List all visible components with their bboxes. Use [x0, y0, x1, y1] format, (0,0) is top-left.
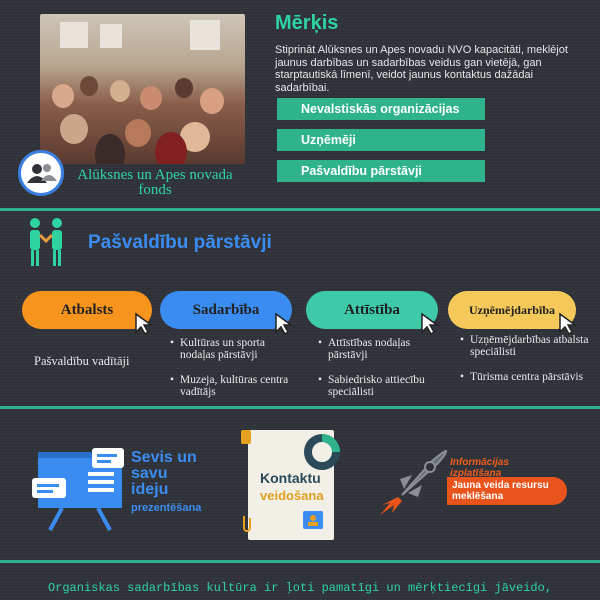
contacts-subtitle: veidošana [260, 488, 324, 503]
fund-name: Alūksnes un Apes novada fonds [77, 167, 233, 198]
handshake-icon [26, 217, 66, 267]
target-entrepreneurs: Uzņēmēji [277, 129, 485, 151]
people-icon [18, 150, 64, 196]
list-item: Uzņēmējdarbības atbalsta speciālisti [460, 334, 590, 358]
list-item: Muzeja, kultūras centra vadītājs [170, 374, 300, 398]
info-title-line: Informācijas [450, 457, 509, 468]
info-bar-line: Jauna veida resursu [452, 480, 549, 491]
cursor-icon [135, 312, 154, 336]
goal-text: Stiprināt Alūksnes un Apes novadu NVO ka… [275, 44, 568, 94]
section-divider [0, 560, 600, 563]
atbalsts-item: Pašvaldību vadītāji [34, 354, 130, 368]
sadarbiba-list: Kultūras un sporta nodaļas pārstāvji Muz… [170, 337, 300, 411]
ideas-title-line: savu [131, 465, 168, 482]
rocket-icon [380, 449, 448, 515]
presentation-board-icon [32, 448, 124, 531]
pill-atbalsts: Atbalsts [22, 291, 152, 329]
attistiba-list: Attīstības nodaļas pārstāvji Sabiedrisko… [318, 337, 448, 411]
footer-text: Organiskas sadarbības kultūra ir ļoti pa… [47, 581, 553, 595]
list-item: Attīstības nodaļas pārstāvji [318, 337, 448, 361]
donut-icon [304, 434, 340, 470]
info-title: Informācijas izplatīšana [450, 457, 509, 479]
info-title-line: izplatīšana [450, 468, 502, 479]
ideas-title-line: ideju [131, 481, 169, 498]
paperclip-icon [243, 516, 251, 532]
pill-sadarbiba: Sadarbība [160, 291, 292, 329]
uznemejdarbiba-list: Uzņēmējdarbības atbalsta speciālisti Tūr… [460, 334, 590, 396]
contacts-title: Kontaktu [260, 470, 321, 486]
ideas-title-line: Sevis un [131, 449, 197, 466]
target-ngo: Nevalstiskās organizācijas [277, 98, 485, 120]
ideas-subtitle: prezentēšana [131, 502, 202, 514]
section-title: Pašvaldību pārstāvji [88, 232, 272, 253]
cursor-icon [559, 312, 578, 336]
pill-attistiba: Attīstība [306, 291, 438, 329]
list-item: Sabiedrisko attiecību speciālisti [318, 374, 448, 398]
event-photo [40, 14, 245, 164]
list-item: Tūrisma centra pārstāvis [460, 371, 590, 383]
list-item: Kultūras un sporta nodaļas pārstāvji [170, 337, 300, 361]
target-municipality: Pašvaldību pārstāvji [277, 160, 485, 182]
info-bar-line: meklēšana [452, 491, 504, 502]
section-divider [0, 208, 600, 211]
info-bar: Jauna veida resursu meklēšana [447, 477, 567, 505]
pill-uznemejdarbiba: Uzņēmējdarbība [448, 291, 576, 329]
contact-card-icon [303, 511, 323, 529]
goal-title: Mērķis [275, 12, 339, 34]
pin-icon [241, 430, 251, 444]
cursor-icon [421, 312, 440, 336]
cursor-icon [275, 312, 294, 336]
section-divider [0, 406, 600, 409]
ideas-title: Sevis un savu ideju [131, 450, 197, 498]
